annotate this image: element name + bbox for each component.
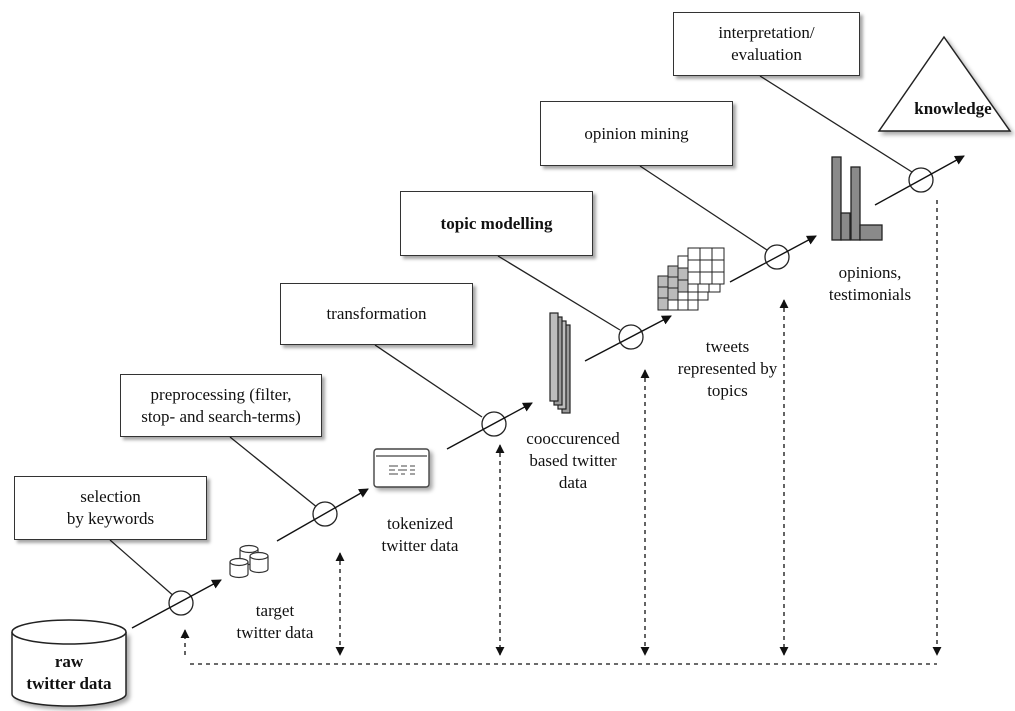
triangle-icon (877, 35, 1012, 132)
label-tweets-represented-by-topics: tweets represented by topics (677, 337, 778, 400)
step-connectors (109, 75, 913, 599)
step-label-preprocessing: preprocessing (filter, stop- and search-… (141, 384, 301, 426)
label-raw-twitter-data: raw twitter data (26, 652, 112, 693)
label-target-twitter-data: target twitter data (236, 601, 314, 642)
label-knowledge: knowledge (914, 99, 992, 118)
step-box-transformation: transformation (280, 283, 473, 345)
step-label-interpretation: interpretation/ evaluation (718, 23, 815, 64)
step-box-preprocessing: preprocessing (filter, stop- and search-… (120, 374, 322, 437)
step-label-opinion-mining: opinion mining (584, 123, 689, 143)
step-label-selection: selection by keywords (66, 487, 155, 528)
database-stack-icon (229, 544, 269, 579)
step-box-selection: selection by keywords (14, 476, 207, 540)
step-label-transformation: transformation (326, 304, 427, 324)
step-box-topic-modelling: topic modelling (400, 191, 593, 256)
label-tokenized-twitter-data: tokenized twitter data (381, 514, 459, 555)
step-label-topic-modelling: topic modelling (440, 213, 553, 233)
step-box-opinion-mining: opinion mining (540, 101, 733, 166)
bar-chart-icon (831, 156, 883, 241)
label-opinions-testimonials: opinions, testimonials (828, 263, 912, 304)
stacked-columns-icon (549, 312, 571, 414)
step-box-interpretation: interpretation/ evaluation (673, 12, 860, 76)
cylinder-database-icon (11, 619, 127, 707)
document-window-icon (373, 448, 430, 488)
step-circles (168, 167, 934, 616)
stacked-grid-icon (657, 247, 725, 311)
feedback-loops (180, 200, 942, 665)
flow-arrows (131, 155, 965, 629)
label-cooccurenced-twitter-data: cooccurenced based twitter data (526, 429, 620, 492)
step-node-selection (168, 590, 194, 616)
